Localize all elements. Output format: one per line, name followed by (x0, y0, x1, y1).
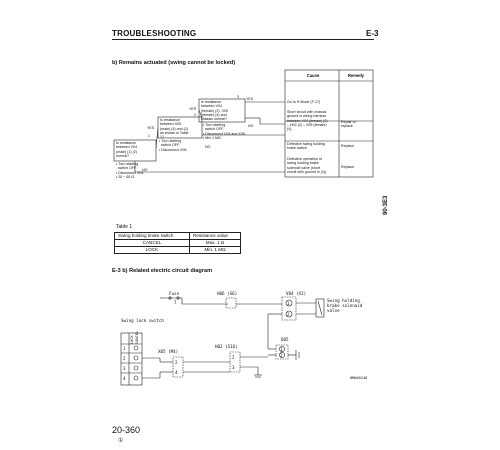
fuse-pin: 7 (174, 300, 177, 305)
h02-label: H02 (S16) (215, 344, 238, 349)
resistance-table: Swing holding brake switch Resistance va… (114, 232, 241, 254)
remedy-3: Replace (341, 144, 355, 148)
cancel-label: CANCEL (135, 331, 139, 344)
no-label-3: NO (248, 124, 254, 128)
drawing-number: 8MW40248 (350, 376, 368, 380)
v04-pin-1: 1 (287, 301, 290, 306)
box2-note: • Turn starting switch OFF. • Disconnect… (159, 139, 188, 152)
switch-pin-3: 3 (123, 366, 126, 371)
remedy-2: Repair or replace (341, 120, 356, 129)
v04-pin-2: 2 (287, 312, 290, 317)
cause-1: Go to H Mode (F-17) (287, 100, 321, 104)
no-label-2: NO (205, 145, 211, 149)
cause-4: Defective operation of swing holding bra… (287, 157, 327, 174)
cause-header: Cause (306, 73, 320, 78)
d05-label: D05 (281, 337, 289, 342)
page-number: 20-360 (112, 425, 141, 435)
d05-pin-1: 1 (280, 347, 283, 352)
yes-label-1: YES (147, 126, 155, 130)
yes-label-3: YES (246, 97, 254, 101)
x05-label: X05 (M4) (158, 349, 179, 354)
box1-number: 1 (148, 134, 150, 138)
remedy-4: Replace (341, 165, 355, 169)
box2-question: Is resistance between X05 (male) (4) and… (160, 118, 189, 140)
cause-3: Defective swing holding brake switch (287, 142, 325, 151)
header-rule (112, 39, 374, 40)
h02-pin-3: 3 (232, 365, 235, 370)
h06-label: H06 (S6) (217, 291, 238, 296)
page-revision-mark: ① (118, 438, 124, 444)
v04-label: V04 (X2) (286, 291, 307, 296)
box3-question: Is resistance between V04 (female) (2), … (201, 100, 228, 122)
switch-pin-1: 1 (123, 346, 126, 351)
header-code: E-3 (366, 29, 379, 38)
cause-2: Short circuit with chassis ground in wir… (287, 110, 328, 132)
table1-label: Table 1 (116, 224, 133, 230)
switch-pin-2: 2 (123, 356, 126, 361)
yes-label-2: YES (189, 107, 197, 111)
x05-pin-4: 4 (175, 370, 178, 375)
table1-row-lock-value: Min. 1 MΩ (189, 246, 241, 254)
solenoid-label: Swing holding brake solenoid valve (327, 298, 363, 313)
box2-number: 2 (194, 113, 196, 117)
x05-pin-2: 2 (175, 360, 178, 365)
remedy-header: Remedy (347, 73, 365, 78)
h02-pin-2: 2 (232, 355, 235, 360)
no-label-1: NO (142, 168, 148, 172)
header-title: TROUBLESHOOTING (112, 29, 197, 38)
swing-lock-switch-label: Swing lock switch (121, 318, 164, 323)
section-e3b-title: E-3 b) Related electric circuit diagram (112, 268, 213, 274)
fuse-label: Fuse (169, 291, 180, 296)
box1-note: • Turn starting switch OFF. • Disconnect… (116, 162, 145, 179)
switch-pin-4: 4 (123, 376, 126, 381)
lock-label: LOCK (130, 335, 134, 344)
box3-number: 3 (237, 95, 239, 99)
box1-question: Is resistance between V04 (male) (1) (2)… (116, 141, 137, 158)
d05-pin-2: 2 (280, 353, 283, 358)
box3-note: • Turn starting switch OFF. • Disconnect… (203, 123, 246, 140)
section-b-title: b) Remains actuated (swing cannot be loc… (112, 60, 236, 66)
